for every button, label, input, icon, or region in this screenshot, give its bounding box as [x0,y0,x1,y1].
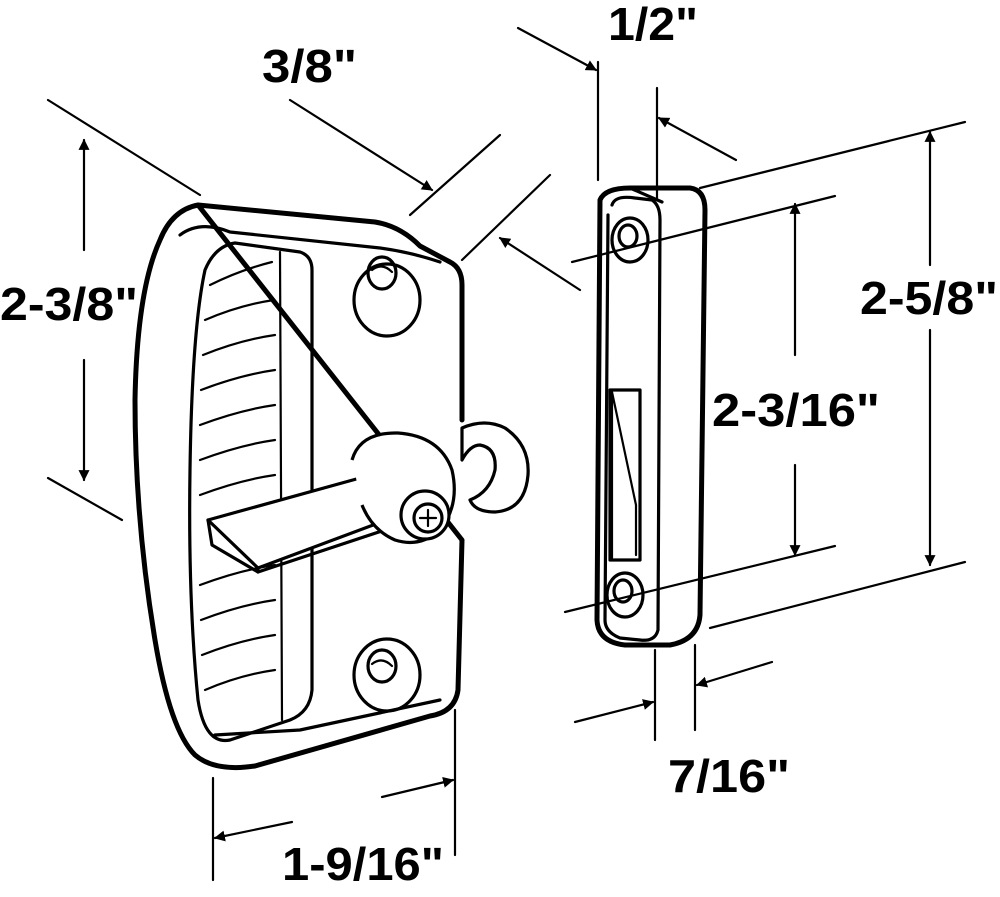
dim-latch-width [211,708,457,882]
label-keeper-width: 1/2" [608,0,698,50]
dim-latch-depth [288,98,582,292]
dim-keeper-thickness [573,643,774,742]
dim-keeper-height [698,120,967,630]
keeper-screw-hole-bottom [605,571,645,619]
latch-body [132,202,465,771]
label-latch-depth: 3/8" [262,40,357,92]
latch-screw-hole-top [352,255,422,338]
keeper-screw-hole-top [610,216,650,264]
dim-hole-spacing [563,194,837,614]
label-keeper-height: 2-5/8" [860,272,998,324]
latch-pivot-knob [350,431,456,544]
dim-keeper-width [516,26,738,202]
dim-latch-height [46,98,202,522]
label-latch-width: 1-9/16" [282,838,444,890]
latch-screw-hole-bottom [352,637,422,713]
label-hole-spacing: 2-3/16" [712,384,880,436]
grip-ridges [198,260,277,692]
latch-hook [460,421,530,514]
keeper-body [594,185,708,648]
label-keeper-thickness: 7/16" [668,750,790,802]
label-latch-height: 2-3/8" [0,278,138,330]
